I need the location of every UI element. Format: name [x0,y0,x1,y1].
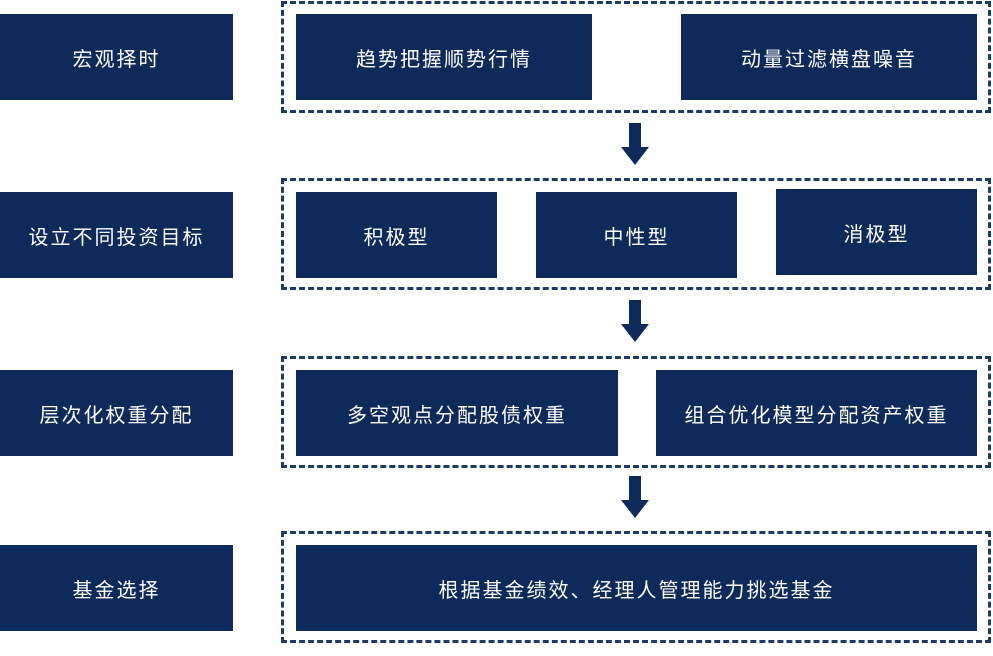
down-arrow-2 [621,300,649,344]
row3-portfolio-optimization-box: 组合优化模型分配资产权重 [656,370,977,456]
row3-long-short-box: 多空观点分配股债权重 [296,370,618,456]
stage-label-weight-allocation: 层次化权重分配 [0,370,233,456]
stage-label-fund-selection: 基金选择 [0,545,233,631]
row1-momentum-box: 动量过滤横盘噪音 [681,14,977,100]
stage-label-set-goals: 设立不同投资目标 [0,192,233,278]
row1-trend-box: 趋势把握顺势行情 [296,14,592,100]
row3-dashed-group [281,356,991,468]
row4-fund-selection-box: 根据基金绩效、经理人管理能力挑选基金 [296,545,977,631]
row1-dashed-group [281,1,991,113]
row2-neutral-box: 中性型 [536,192,737,278]
row2-dashed-group [281,178,991,290]
row4-dashed-group [281,531,991,643]
down-arrow-3 [621,476,649,520]
row2-conservative-box: 消极型 [776,189,977,275]
stage-label-macro-timing: 宏观择时 [0,14,233,100]
row2-aggressive-box: 积极型 [296,192,497,278]
down-arrow-1 [621,123,649,167]
